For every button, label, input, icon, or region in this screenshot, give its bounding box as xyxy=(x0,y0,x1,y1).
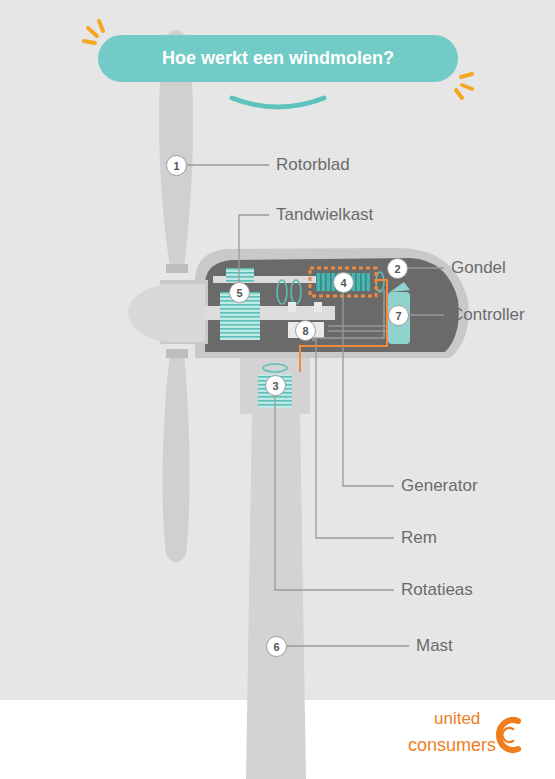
callout-number: 2 xyxy=(394,263,400,275)
leader-line xyxy=(287,645,409,646)
generator xyxy=(310,268,376,296)
accent-marks xyxy=(84,41,95,43)
leader-line xyxy=(187,164,269,165)
brake xyxy=(288,302,296,312)
part-label: Rotorblad xyxy=(276,155,350,175)
part-label: Controller xyxy=(451,305,525,325)
callout-number: 7 xyxy=(395,310,401,322)
logo-mark xyxy=(499,720,518,750)
rotor-blade xyxy=(166,349,188,358)
accent-marks xyxy=(99,21,103,31)
part-label: Rem xyxy=(401,528,437,548)
rotation-marks xyxy=(291,280,301,304)
accent-marks xyxy=(461,74,472,77)
part-label: Mast xyxy=(416,636,453,656)
leader-line xyxy=(409,314,444,315)
nacelle xyxy=(195,248,469,358)
callout-number: 5 xyxy=(236,287,242,299)
title-text: Hoe werkt een windmolen? xyxy=(162,48,394,69)
callout-circle: 5 xyxy=(229,282,250,303)
wires xyxy=(328,330,388,332)
accent-marks xyxy=(456,90,462,98)
leader-line xyxy=(312,340,394,538)
rotation-marks xyxy=(263,272,384,372)
part-label: Gondel xyxy=(451,258,506,278)
gearbox xyxy=(220,268,260,340)
controller xyxy=(388,292,410,344)
nacelle xyxy=(195,248,469,358)
callout-circle: 2 xyxy=(387,258,408,279)
leader-line xyxy=(408,267,444,268)
part-label: Rotatieas xyxy=(401,580,473,600)
accent-marks xyxy=(88,28,97,36)
hub xyxy=(128,280,208,344)
callout-number: 8 xyxy=(302,325,308,337)
logo-text: consumers xyxy=(408,735,496,756)
gearbox xyxy=(226,268,254,282)
leader-line xyxy=(343,293,394,486)
part-label: Tandwielkast xyxy=(276,205,373,225)
wires xyxy=(328,325,388,327)
callout-circle: 1 xyxy=(166,155,187,176)
hub xyxy=(128,284,205,342)
controller xyxy=(390,282,410,292)
part-label: Generator xyxy=(401,476,478,496)
callout-circle: 3 xyxy=(265,375,286,396)
callout-circle: 4 xyxy=(333,272,354,293)
title-pill: Hoe werkt een windmolen? xyxy=(98,35,458,82)
logo-mark xyxy=(502,728,513,742)
callout-number: 6 xyxy=(273,641,279,653)
nacelle xyxy=(205,258,459,352)
callout-circle: 6 xyxy=(266,636,287,657)
leader-line xyxy=(275,396,394,590)
generator xyxy=(310,268,376,296)
rotation-marks xyxy=(263,364,287,372)
leader-line xyxy=(187,165,444,646)
accent-marks xyxy=(462,85,472,89)
callout-number: 3 xyxy=(272,380,278,392)
leader-line xyxy=(239,215,269,282)
logo-text: united xyxy=(434,709,480,729)
brake xyxy=(314,302,322,312)
accent-marks xyxy=(84,21,472,98)
callout-number: 1 xyxy=(173,160,179,172)
rotation-marks xyxy=(277,280,287,304)
callout-circle: 7 xyxy=(388,305,409,326)
rotor-blade xyxy=(163,352,190,563)
smile-arc xyxy=(232,98,324,107)
rotor-blade xyxy=(166,264,188,273)
mast xyxy=(246,410,306,779)
controller xyxy=(388,282,410,344)
callout-circle: 8 xyxy=(295,320,316,341)
callout-number: 4 xyxy=(340,277,346,289)
